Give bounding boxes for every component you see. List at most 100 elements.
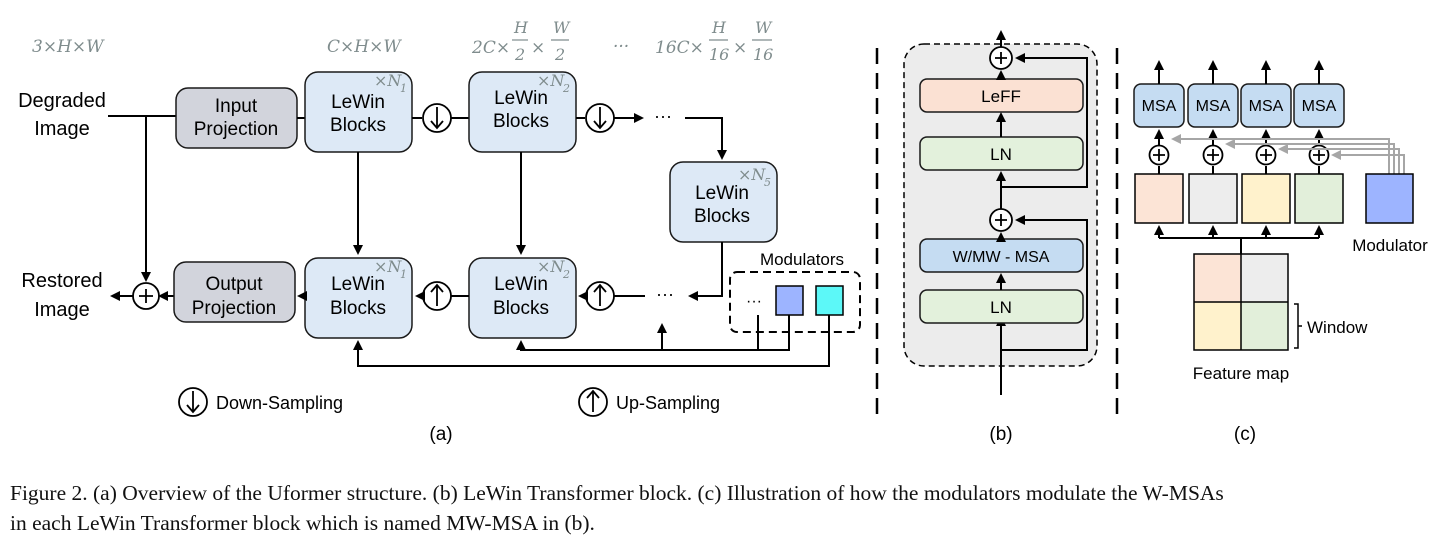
dim-level2-prefix: 2C× <box>471 38 510 58</box>
dim-level5-h-den: 16 <box>709 45 729 64</box>
decoder-block-1-line1: LeWin <box>331 274 385 295</box>
degraded-label-1: Degraded <box>18 90 106 112</box>
decoder-block-1-mult-sub: 1 <box>400 268 407 281</box>
window-bracket <box>1294 303 1302 349</box>
decoder-block-2-mult-sub: 2 <box>562 268 570 281</box>
output-projection: Output Projection <box>173 261 296 323</box>
modulator-label: Modulator <box>1352 236 1428 255</box>
dim-level5-prefix: 16C× <box>655 38 704 58</box>
encoder-block-1-line1: LeWin <box>331 92 385 113</box>
dim-input: 3×H×W <box>32 37 105 57</box>
input-projection: Input Projection <box>175 87 298 149</box>
legend-down: Down-Sampling <box>178 387 343 417</box>
caption-line-1: Figure 2. (a) Overview of the Uformer st… <box>10 481 1224 505</box>
input-projection-line2: Projection <box>194 119 279 140</box>
down-sampling-icon <box>585 103 615 133</box>
dim-level2-w: W <box>553 18 571 37</box>
legend-up-label: Up-Sampling <box>616 393 720 413</box>
down-sampling-icon <box>422 103 452 133</box>
bottleneck-mult-sub: 5 <box>764 176 771 189</box>
panel-c-label: (c) <box>1234 424 1256 445</box>
modulator-square <box>1365 173 1414 224</box>
leff-block: LeFF <box>919 78 1084 113</box>
window-patch-2 <box>1188 173 1238 224</box>
modulator-square-blue <box>775 285 804 316</box>
modulators-ellipsis: ··· <box>746 293 762 310</box>
feature-map <box>1193 253 1289 351</box>
decoder-block-1-mult: ×N <box>374 257 402 276</box>
encoder-block-2-mult-sub: 2 <box>562 82 570 95</box>
decoder-block-2-line1: LeWin <box>494 274 548 295</box>
panel-a-label: (a) <box>429 424 452 445</box>
msa-box-4: MSA <box>1293 83 1345 128</box>
input-projection-line1: Input <box>215 96 258 117</box>
window-patch-1 <box>1134 173 1184 224</box>
caption-line-2: in each LeWin Transformer block which is… <box>10 511 595 535</box>
add-circle <box>989 208 1013 232</box>
bottleneck-line1: LeWin <box>695 183 749 204</box>
add-circle <box>1148 144 1170 166</box>
up-sampling-icon <box>422 281 452 311</box>
msa-box-1: MSA <box>1133 83 1185 128</box>
dim-level2-h: H <box>513 18 529 37</box>
msa-box-4-label: MSA <box>1302 98 1337 115</box>
dim-level5-w-den: 16 <box>753 45 773 64</box>
decoder-block-1-line2: Blocks <box>330 298 386 319</box>
leff-block-label: LeFF <box>981 87 1021 106</box>
modulators-label: Modulators <box>760 250 844 269</box>
add-circle <box>1255 144 1277 166</box>
dim-level5: 16C× H 16 × W 16 <box>655 18 773 64</box>
restored-label-2: Image <box>34 299 90 321</box>
encoder-block-1-mult: ×N <box>374 71 402 90</box>
svg-text:×: × <box>531 38 545 58</box>
msa-box-2-label: MSA <box>1196 98 1231 115</box>
add-circle <box>989 46 1013 70</box>
decoder-block-2-line2: Blocks <box>493 298 549 319</box>
encoder-block-2: LeWin Blocks ×N 2 <box>468 71 577 153</box>
window-patch-4 <box>1294 173 1344 224</box>
panel-c: MSA MSA MSA MSA <box>1133 60 1428 445</box>
modulator-square-cyan <box>815 285 844 316</box>
legend-down-label: Down-Sampling <box>216 393 343 413</box>
window-label: Window <box>1307 318 1368 337</box>
output-projection-line1: Output <box>205 274 263 295</box>
dim-level5-w: W <box>755 18 773 37</box>
encoder-block-2-line2: Blocks <box>493 111 549 132</box>
restored-label-1: Restored <box>21 270 102 292</box>
dim-level2-w-den: 2 <box>554 45 565 64</box>
encoder-block-1: LeWin Blocks ×N 1 <box>304 71 413 153</box>
dim-ellipsis: ··· <box>613 37 629 57</box>
dim-level5-h: H <box>711 18 727 37</box>
msa-block-label: W/MW - MSA <box>953 249 1050 266</box>
bottleneck-line2: Blocks <box>694 206 750 227</box>
output-projection-line2: Projection <box>192 298 277 319</box>
msa-box-3-label: MSA <box>1249 98 1284 115</box>
msa-box-3: MSA <box>1240 83 1292 128</box>
panel-b: LN W/MW - MSA LN LeFF (b) <box>903 30 1098 445</box>
encoder-block-1-line2: Blocks <box>330 115 386 136</box>
decoder-block-1: LeWin Blocks ×N 1 <box>304 257 413 339</box>
dim-level2-h-den: 2 <box>514 45 525 64</box>
encoder-block-2-mult: ×N <box>537 71 565 90</box>
modulators-group <box>729 271 861 333</box>
msa-box-1-label: MSA <box>1142 98 1177 115</box>
bottleneck-block: LeWin Blocks ×N 5 <box>669 161 778 243</box>
ln-top-label: LN <box>990 145 1012 164</box>
add-circle <box>1308 144 1330 166</box>
degraded-label-2: Image <box>34 118 90 140</box>
encoder-block-1-mult-sub: 1 <box>400 82 407 95</box>
decoder-block-2: LeWin Blocks ×N 2 <box>468 257 577 339</box>
ln-bottom: LN <box>919 289 1084 324</box>
window-patch-3 <box>1241 173 1291 224</box>
bottleneck-mult: ×N <box>738 165 766 184</box>
feature-map-label: Feature map <box>1193 364 1289 383</box>
msa-block: W/MW - MSA <box>919 238 1084 273</box>
up-sampling-icon <box>585 281 615 311</box>
encoder-ellipsis: ··· <box>654 106 672 126</box>
msa-box-2: MSA <box>1187 83 1239 128</box>
ln-bottom-label: LN <box>990 298 1012 317</box>
legend-up: Up-Sampling <box>578 387 720 417</box>
dim-level1: C×H×W <box>327 37 402 57</box>
encoder-block-2-line1: LeWin <box>494 88 548 109</box>
